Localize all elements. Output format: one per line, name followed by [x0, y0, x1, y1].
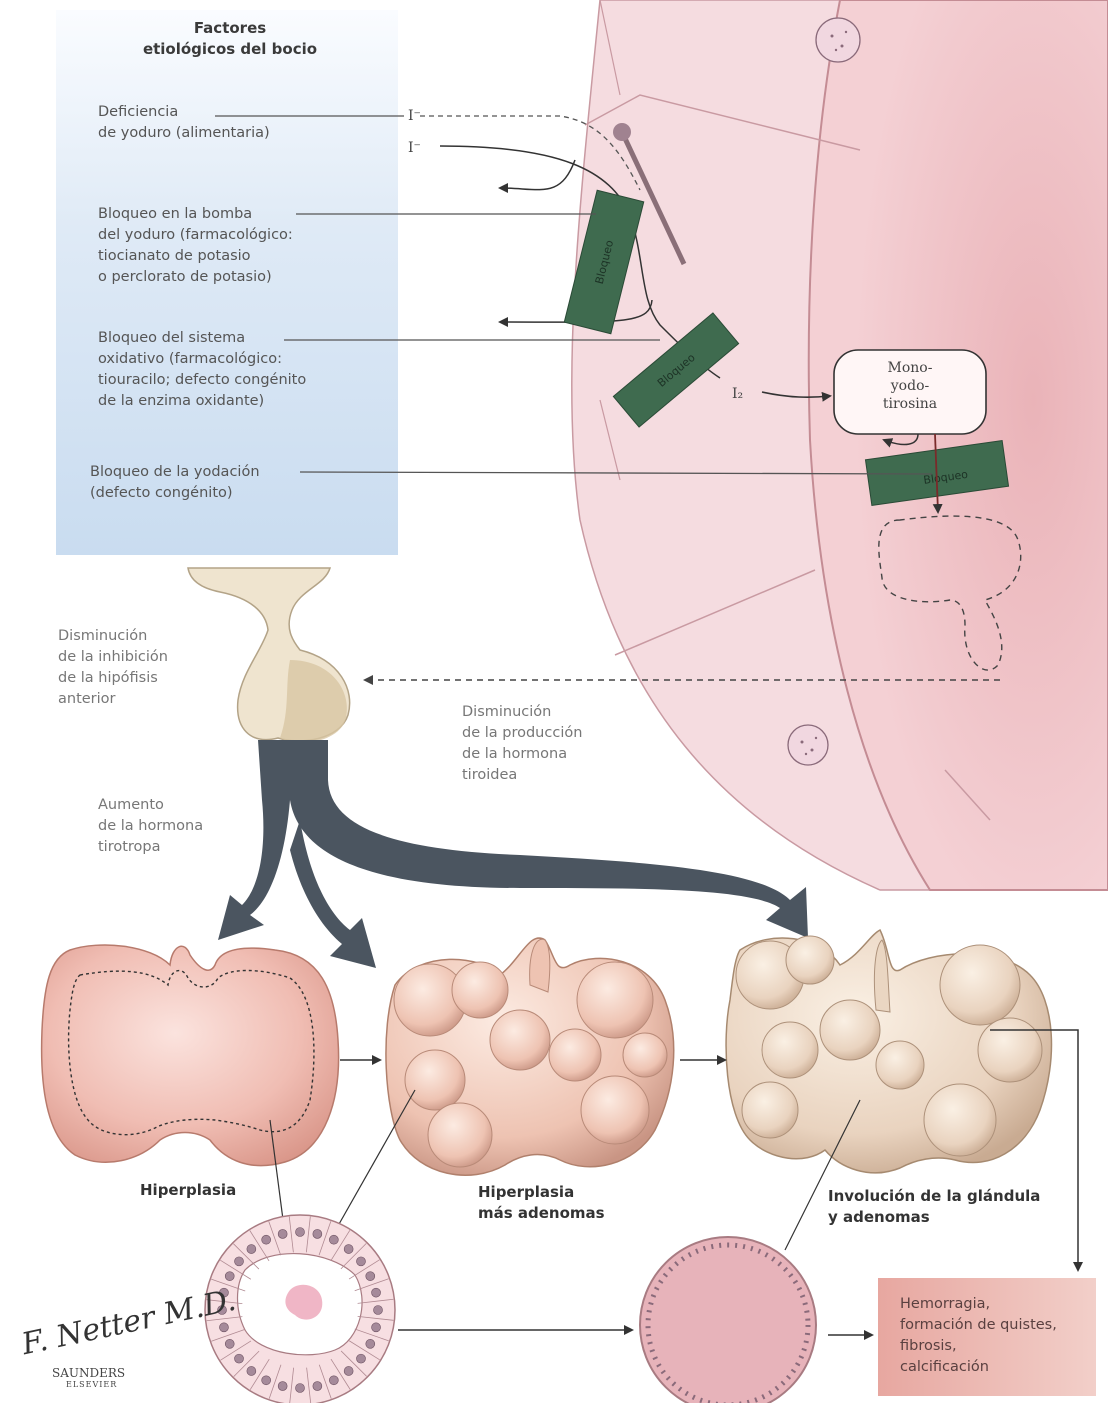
- follicle-nucleus: [225, 1272, 234, 1281]
- follicle-nucleus: [374, 1306, 383, 1315]
- cause-oxidative-block: Bloqueo del sistema oxidativo (farmacoló…: [98, 328, 306, 412]
- iodide-ion-solid: I⁻: [408, 140, 421, 156]
- cell-nucleus: [788, 725, 828, 765]
- follicle-nucleus: [296, 1228, 305, 1237]
- follicle-nucleus: [235, 1354, 244, 1363]
- follicle-nucleus: [329, 1235, 338, 1244]
- involuted-follicle-micro: [640, 1237, 816, 1403]
- cause-pump-block: Bloqueo en la bomba del yoduro (farmacol…: [98, 204, 293, 288]
- pituitary-gland: [188, 568, 350, 743]
- mit-line-1: Mono-: [888, 360, 933, 376]
- iodide-pump-head: [613, 123, 631, 141]
- cause-iodination-block: Bloqueo de la yodación (defecto congénit…: [90, 462, 260, 504]
- follicle-nucleus: [278, 1382, 287, 1391]
- cause-iodide-deficiency: Deficiencia de yoduro (alimentaria): [98, 102, 270, 144]
- follicle-nucleus: [278, 1229, 287, 1238]
- follicle-nucleus: [329, 1376, 338, 1385]
- thyroid-output-label: Disminución de la producción de la hormo…: [462, 702, 582, 786]
- panel-title: Factores etiológicos del bocio: [60, 18, 400, 60]
- stage-involution: Involución de la glándula y adenomas: [828, 1186, 1040, 1228]
- publisher-logo: SAUNDERS ELSEVIER: [52, 1366, 125, 1389]
- follicle-nucleus: [344, 1366, 353, 1375]
- follicle-nucleus: [225, 1339, 234, 1348]
- tsh-increase-label: Aumento de la hormona tirotropa: [98, 795, 203, 858]
- outcome-text: Hemorragia, formación de quistes, fibros…: [900, 1294, 1057, 1378]
- follicle-nucleus: [372, 1288, 381, 1297]
- follicle-nucleus: [372, 1323, 381, 1332]
- follicle-nucleus: [313, 1382, 322, 1391]
- mit-line-2: yodo-: [890, 378, 930, 394]
- follicle-nucleus: [296, 1384, 305, 1393]
- gland-involution: [726, 930, 1051, 1173]
- follicle-nucleus: [247, 1245, 256, 1254]
- follicle-nucleus: [262, 1235, 271, 1244]
- pituitary-inhibition-label: Disminución de la inhibición de la hipóf…: [58, 626, 168, 710]
- mit-line-3: tirosina: [883, 396, 937, 412]
- gland-hyperplasia: [42, 945, 339, 1166]
- cell-nucleus: [816, 18, 860, 62]
- follicle-nucleus: [366, 1339, 375, 1348]
- iodine-label: I₂: [732, 386, 743, 402]
- iodide-ion-dashed: I⁻: [408, 108, 421, 124]
- follicle-cell-layer: [572, 0, 1108, 890]
- follicle-nucleus: [313, 1229, 322, 1238]
- follicle-nucleus: [366, 1272, 375, 1281]
- outcome-box: Hemorragia, formación de quistes, fibros…: [878, 1278, 1096, 1396]
- follicle-nucleus: [344, 1245, 353, 1254]
- follicle-nucleus: [247, 1366, 256, 1375]
- stage-hyperplasia-adenomas: Hiperplasia más adenomas: [478, 1182, 605, 1224]
- follicle-nucleus: [219, 1323, 228, 1332]
- follicle-nucleus: [235, 1257, 244, 1266]
- gland-hyperplasia-adenomas: [386, 938, 674, 1175]
- follicle-nucleus: [356, 1354, 365, 1363]
- stage-hyperplasia: Hiperplasia: [140, 1180, 236, 1201]
- follicle-nucleus: [356, 1257, 365, 1266]
- follicle-nucleus: [262, 1376, 271, 1385]
